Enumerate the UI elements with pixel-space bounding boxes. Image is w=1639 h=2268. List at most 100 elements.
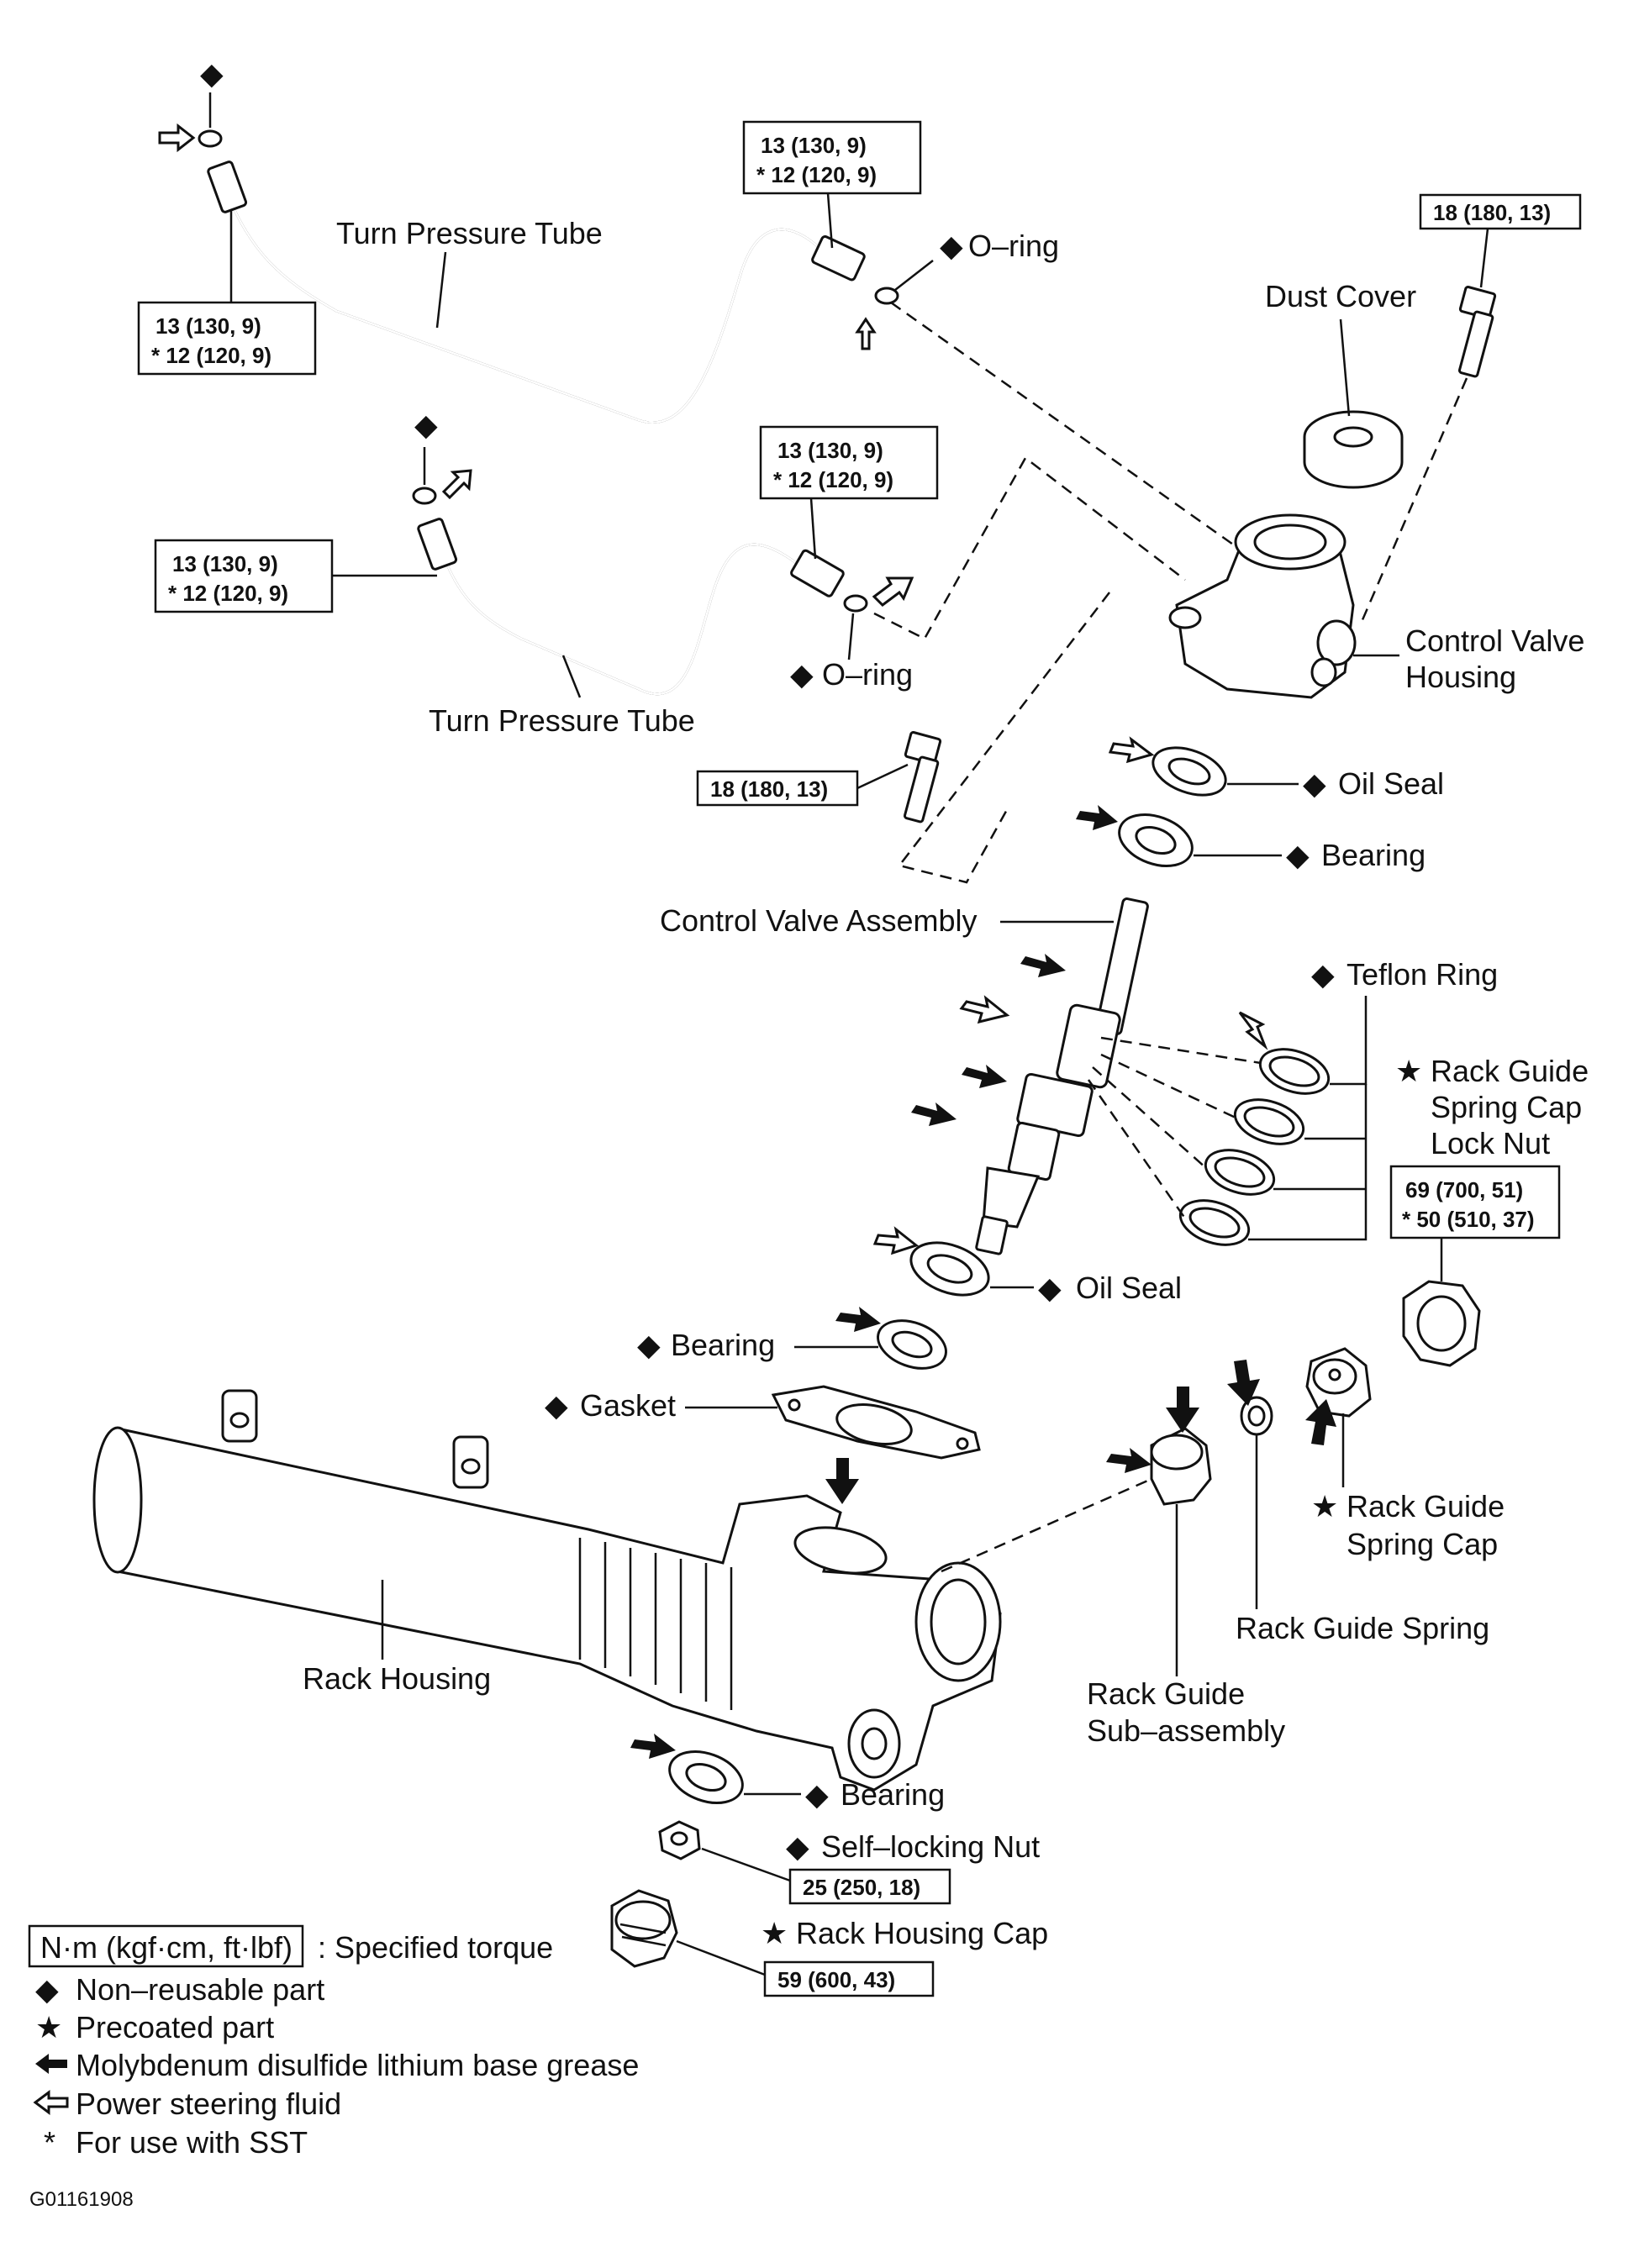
svg-text:18 (180, 13): 18 (180, 13) [710,776,828,802]
legend-fluid-arrow-icon [33,2090,69,2115]
lower-bearing [668,1750,744,1804]
upper-tube-left-torque: 13 (130, 9) * 12 (120, 9) [137,210,317,376]
legend-diamond-symbol: ◆ [35,1972,59,2007]
control-valve-assembly [975,897,1149,1255]
upper-oil-seal-label: Oil Seal [1338,766,1444,801]
self-locking-nut-diamond: ◆ [786,1829,809,1864]
lock-nut-torque: 69 (700, 51) * 50 (510, 37) [1389,1165,1561,1281]
rack-guide-sub-label-l1: Rack Guide [1087,1676,1245,1711]
upper-turn-pressure-tube-label: Turn Pressure Tube [336,216,603,250]
gasket-diamond: ◆ [545,1388,568,1423]
rack-guide-spring [1240,1396,1273,1436]
legend-precoated: Precoated part [76,2010,274,2044]
upper-bolt [1457,286,1497,378]
upper-bearing-label: Bearing [1321,838,1426,872]
self-locking-nut-label: Self–locking Nut [821,1829,1040,1864]
self-locking-nut-torque: 25 (250, 18) [701,1847,951,1905]
lock-nut-label-l2: Spring Cap [1431,1090,1582,1124]
svg-text:13 (130, 9): 13 (130, 9) [155,313,261,339]
rack-guide-spring-cap-lock-nut [1402,1280,1481,1367]
upper-oil-seal-fluid-arrow [1108,736,1155,764]
rack-guide-grease-arrow-1 [1166,1387,1199,1433]
upper-tube-right-torque: 13 (130, 9) * 12 (120, 9) [742,120,922,249]
dust-cover [1303,410,1404,489]
svg-text:69 (700, 51): 69 (700, 51) [1405,1177,1523,1202]
lower-oil-seal-fluid-arrow [872,1226,920,1255]
lower-tube-left-fitting [417,518,458,571]
upper-oil-seal [1152,746,1227,797]
lower-left-o-ring-diamond: ◆ [414,408,438,442]
figure-code: G01161908 [29,2188,134,2211]
rack-guide-sub-label-l2: Sub–assembly [1087,1713,1285,1748]
upper-oil-seal-diamond: ◆ [1303,766,1326,801]
svg-text:* 12 (120, 9): * 12 (120, 9) [756,162,877,187]
spring-cap-label-l1: Rack Guide [1347,1489,1505,1523]
teflon-ring-fluid-arrow [1238,1011,1268,1050]
lower-bolt [903,731,942,824]
rack-guide-spring-grease-arrow [1227,1360,1260,1406]
svg-text:18 (180, 13): 18 (180, 13) [1433,200,1551,225]
rack-guide-spring-cap [1305,1347,1372,1418]
rack-guide-spring-cap-grease-arrow [1305,1399,1336,1445]
valve-grease-arrow-2 [962,1065,1007,1088]
legend-unit-box [28,1924,304,1968]
svg-text:* 12 (120, 9): * 12 (120, 9) [168,581,288,606]
lower-bearing-grease-arrow [630,1734,676,1759]
legend-grease-arrow-icon [35,2054,67,2074]
lower-turn-pressure-tube [417,518,845,696]
upper-bolt-torque: 18 (180, 13) [1419,193,1582,288]
svg-text:13 (130, 9): 13 (130, 9) [777,438,883,463]
rack-housing-grease-arrow [825,1458,859,1504]
dust-cover-label: Dust Cover [1265,279,1416,313]
middle-bearing-diamond: ◆ [637,1328,661,1362]
valve-fluid-arrow [959,995,1010,1024]
lower-bearing-label: Bearing [841,1777,945,1812]
control-valve-housing [1168,513,1357,699]
legend-star-symbol: ★ [35,2010,62,2044]
lower-bearing-diamond: ◆ [805,1777,829,1812]
lock-nut-label-l1: Rack Guide [1431,1054,1589,1088]
lower-o-ring-label: O–ring [822,657,913,692]
rack-housing-label: Rack Housing [303,1661,491,1696]
legend-non-reusable: Non–reusable part [76,1972,324,2007]
rack-housing-cap-star: ★ [761,1916,788,1950]
control-valve-housing-label-l1: Control Valve [1405,624,1584,658]
upper-left-o-ring-diamond: ◆ [200,56,224,91]
lower-right-fluid-arrow [872,576,914,607]
rack-housing-cap [610,1889,678,1968]
lower-o-ring-diamond: ◆ [790,657,814,692]
lower-left-fluid-arrow [441,469,472,500]
spring-cap-label-l2: Spring Cap [1347,1527,1498,1561]
svg-text:59 (600, 43): 59 (600, 43) [777,1967,895,1992]
upper-left-fluid-arrow [158,123,196,153]
lower-oil-seal-label: Oil Seal [1076,1271,1182,1305]
middle-bearing-label: Bearing [671,1328,775,1362]
svg-text:* 12 (120, 9): * 12 (120, 9) [773,467,893,492]
teflon-ring-label: Teflon Ring [1347,957,1498,992]
upper-o-ring-diamond: ◆ [940,229,963,263]
legend-sst: For use with SST [76,2125,308,2160]
lock-nut-star: ★ [1395,1054,1422,1088]
upper-bearing-grease-arrow [1076,805,1118,830]
upper-bearing [1118,813,1194,867]
control-valve-assembly-label: Control Valve Assembly [660,903,978,938]
upper-right-o-ring [874,287,899,305]
rack-housing [92,1426,1002,1792]
lock-nut-label-l3: Lock Nut [1431,1126,1550,1160]
legend-unit-desc: : Specified torque [318,1930,553,1965]
lower-tube-right-torque: 13 (130, 9) * 12 (120, 9) [759,425,939,560]
rack-housing-mount-2 [452,1435,489,1489]
lower-bolt-torque: 18 (180, 13) [696,763,909,807]
lower-oil-seal-diamond: ◆ [1038,1271,1062,1305]
lower-oil-seal [909,1241,990,1297]
gasket-label: Gasket [580,1388,676,1423]
svg-text:* 50 (510, 37): * 50 (510, 37) [1402,1207,1535,1232]
upper-turn-pressure-tube [207,160,866,424]
rack-housing-cap-torque: 59 (600, 43) [676,1939,935,1997]
upper-right-fluid-arrow [855,317,877,350]
svg-text:* 12 (120, 9): * 12 (120, 9) [151,343,271,368]
middle-bearing-grease-arrow [835,1307,881,1332]
lower-tube-left-torque: 13 (130, 9) * 12 (120, 9) [154,539,437,613]
